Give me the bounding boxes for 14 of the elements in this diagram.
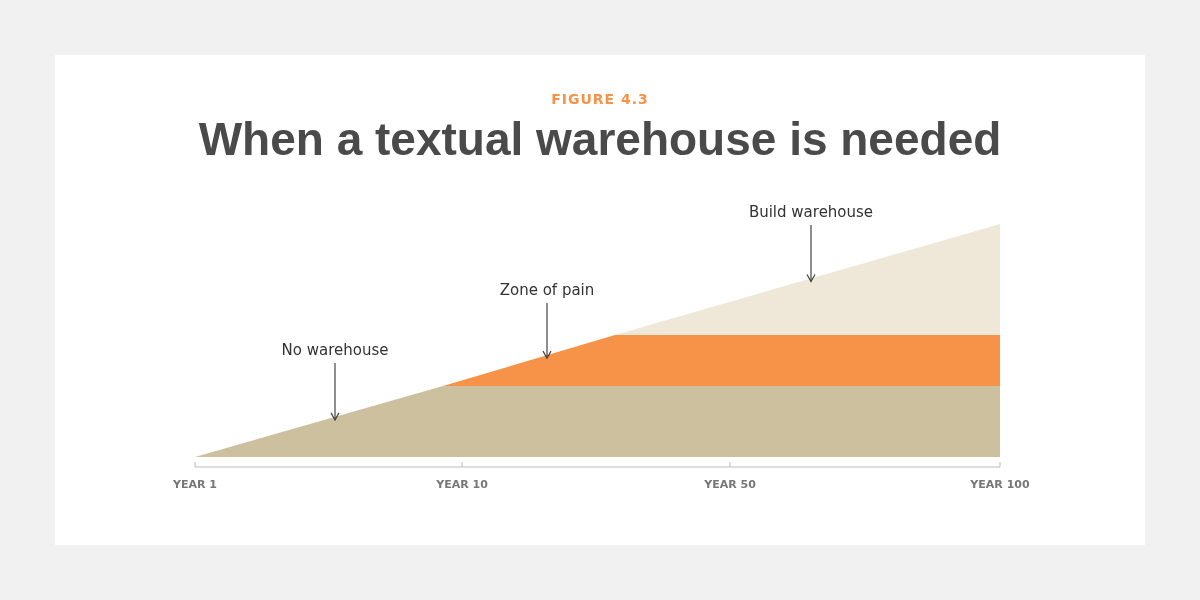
area-band bbox=[195, 386, 1000, 457]
callout-label: No warehouse bbox=[281, 341, 389, 359]
figure-number: FIGURE 4.3 bbox=[551, 91, 649, 107]
area-band bbox=[615, 224, 1000, 335]
axis-tick-label: YEAR 10 bbox=[436, 478, 488, 491]
callout-label: Zone of pain bbox=[499, 281, 595, 299]
axis-tick-label: YEAR 100 bbox=[970, 478, 1030, 491]
callout-label: Build warehouse bbox=[748, 203, 874, 221]
title: When a textual warehouse is needed bbox=[197, 112, 1003, 166]
leader-arrow bbox=[330, 362, 340, 421]
leader-arrow bbox=[542, 302, 552, 359]
axis-tick-label: YEAR 50 bbox=[704, 478, 756, 491]
axis-tick-label: YEAR 1 bbox=[173, 478, 217, 491]
leader-arrow bbox=[806, 224, 816, 283]
